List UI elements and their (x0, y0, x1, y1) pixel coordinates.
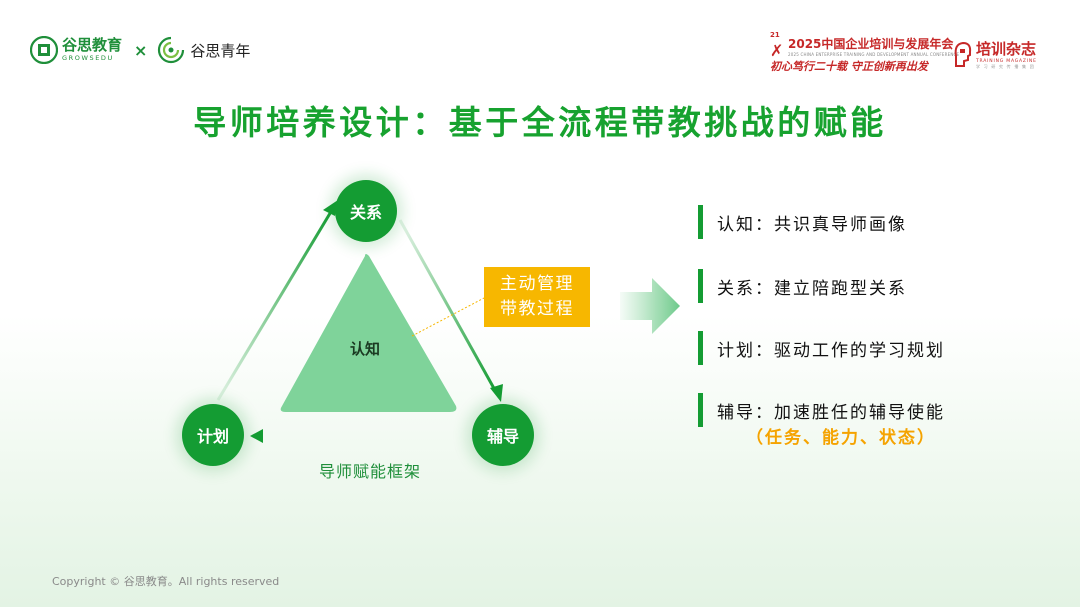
copyright-text: Copyright © 谷思教育。All rights reserved (52, 575, 280, 588)
arrow-plan-to-relation (216, 209, 334, 401)
node-plan: 计划 (182, 404, 244, 466)
conference-title: 2025中国企业培训与发展年会 (788, 37, 954, 51)
magazine-logo: 培训杂志 TRAINING MAGAZINE 学 习 研 究 传 播 集 团 (952, 38, 1052, 70)
brand-logos: 谷思教育 GROWSEDU × 谷思青年 (30, 34, 250, 66)
logo-separator: × (134, 40, 148, 60)
mentor-framework-diagram: 关系 计划 辅导 认知 导师赋能框架 (160, 160, 590, 500)
callout-line-2: 带教过程 (500, 299, 574, 319)
framework-caption: 导师赋能框架 (318, 462, 421, 481)
bullet-bar (698, 269, 703, 303)
arrowhead-plan-icon (250, 429, 263, 443)
conference-mark-icon: ✗ (770, 41, 784, 60)
node-guide: 辅导 (472, 404, 534, 466)
brand-name-en: GROWSEDU (62, 54, 114, 63)
page-title: 导师培养设计：基于全流程带教挑战的赋能 (193, 103, 887, 142)
node-relation: 关系 (335, 180, 397, 242)
conference-slogan: 初心笃行二十载 守正创新再出发 (770, 60, 928, 73)
bullet-bar (698, 205, 703, 239)
center-label-cognition: 认知 (349, 340, 380, 358)
bullet-bar (698, 393, 703, 427)
magazine-name-en: TRAINING MAGAZINE (976, 59, 1037, 64)
bullet-text: 认知：共识真导师画像 (717, 214, 907, 235)
cognition-triangle (280, 254, 457, 412)
arrow-relation-to-guide (398, 219, 498, 393)
magazine-head-icon (954, 41, 972, 67)
conference-number: 21 (770, 31, 780, 39)
callout-connector (411, 297, 485, 337)
conference-logo: 21 ✗ 2025中国企业培训与发展年会 2025 CHINA ENTERPRI… (770, 31, 960, 74)
growsedu-logo-icon (30, 36, 58, 64)
bullet-item: 计划：驱动工作的学习规划 (698, 331, 945, 365)
bullet-text: 辅导：加速胜任的辅导使能 (717, 402, 945, 423)
arrowhead-relation-icon (323, 200, 338, 216)
magazine-name: 培训杂志 (976, 40, 1037, 58)
bullet-text: 关系：建立陪跑型关系 (717, 278, 907, 299)
bullet-bar (698, 331, 703, 365)
arrowhead-guide-icon (490, 384, 503, 402)
bullet-subtext: （任务、能力、状态） (746, 428, 936, 448)
callout-box: 主动管理 带教过程 (484, 267, 590, 327)
diagram-graphics (216, 200, 503, 443)
partner-logo-icon (158, 36, 185, 64)
magazine-tagline: 学 习 研 究 传 播 集 团 (976, 64, 1035, 69)
bullet-item: 认知：共识真导师画像 (698, 205, 907, 239)
bullet-item: 辅导：加速胜任的辅导使能 (698, 393, 945, 427)
callout-line-1: 主动管理 (500, 274, 574, 294)
conference-subtitle: 2025 CHINA ENTERPRISE TRAINING AND DEVEL… (788, 52, 960, 57)
partner-name: 谷思青年 (190, 41, 251, 60)
bullet-item: 关系：建立陪跑型关系 (698, 269, 907, 303)
brand-name: 谷思教育 (62, 36, 123, 55)
bullet-text: 计划：驱动工作的学习规划 (717, 340, 945, 361)
right-arrow-icon (620, 278, 680, 334)
